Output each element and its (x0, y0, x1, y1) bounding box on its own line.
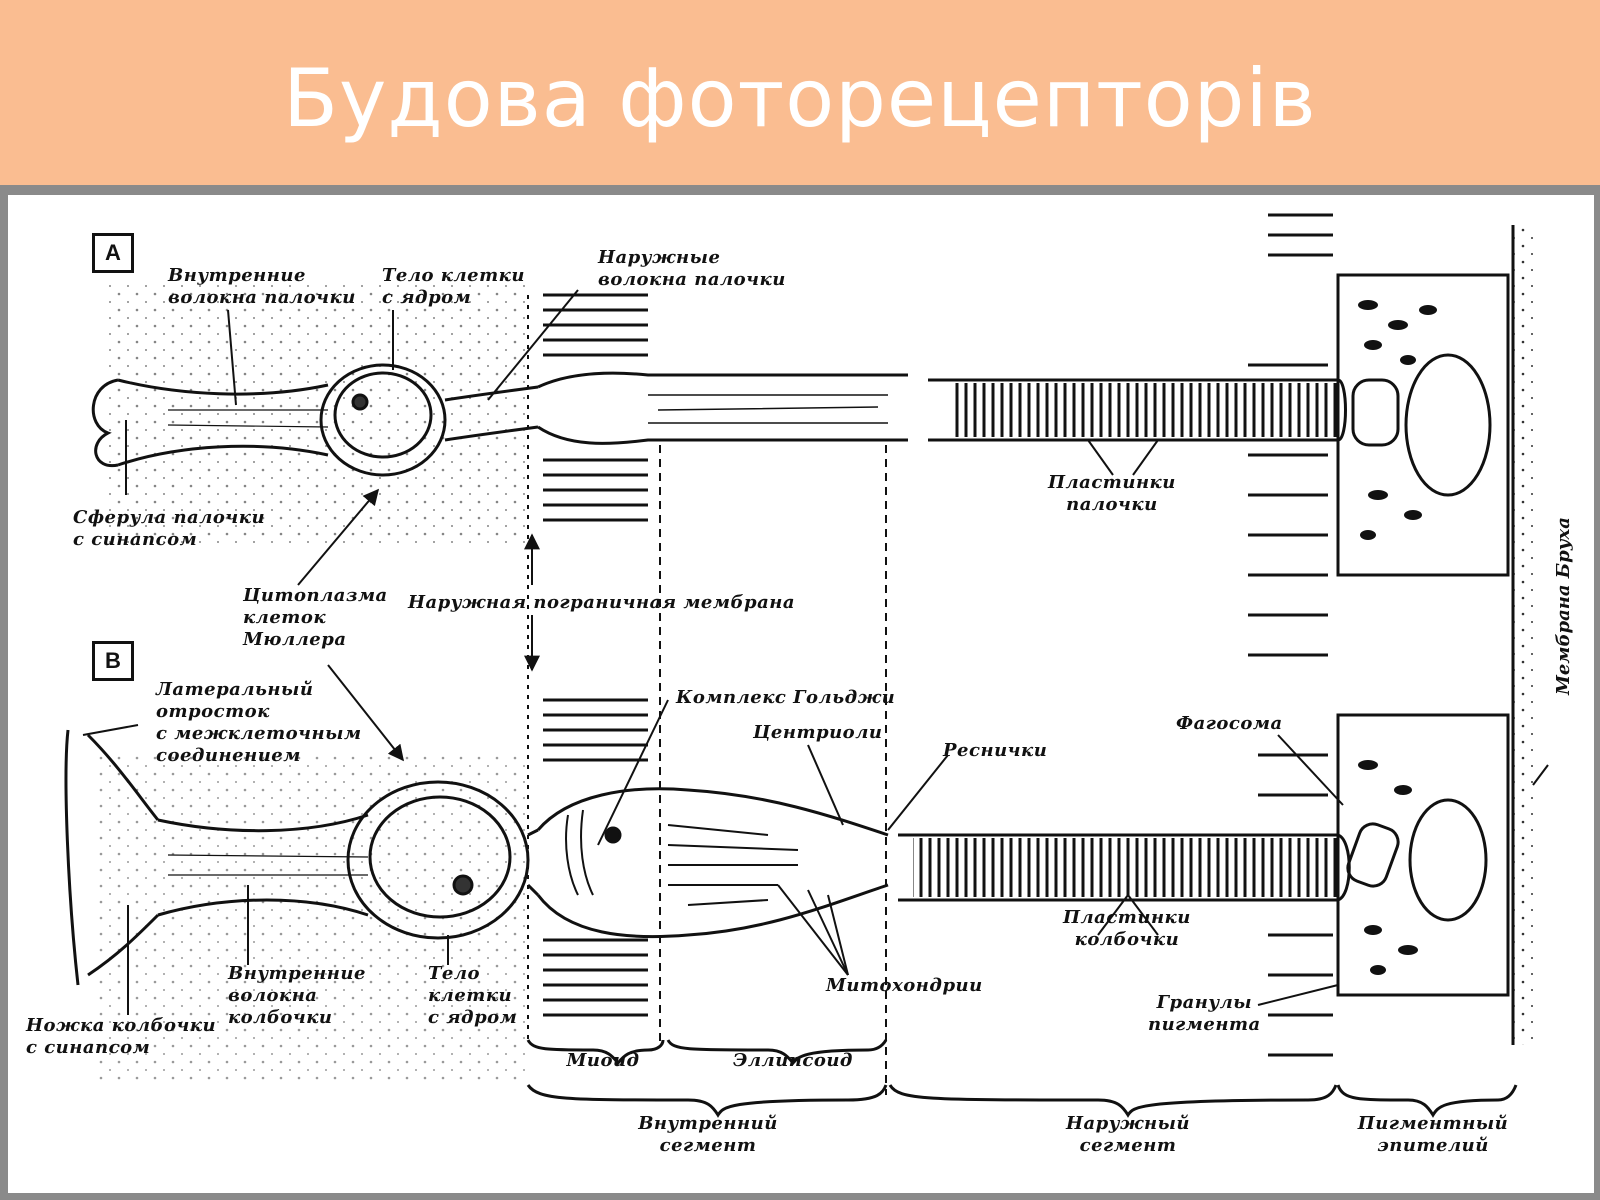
diagram-drawing (64, 213, 1549, 1118)
label-myoid: Миоид (566, 1050, 640, 1071)
label-outer-segment: Наружный сегмент (1065, 1113, 1191, 1156)
pigment-epithelium (1336, 273, 1510, 997)
label-cone-pedicle: Ножка колбочки с синапсом (26, 1015, 217, 1058)
panel-a-label: A (92, 233, 134, 273)
label-rod-inner-fibers: Внутренние волокна палочки (168, 265, 356, 308)
label-cone-cell-body: Тело клетки с ядром (428, 963, 518, 1028)
pigment-granules (1358, 300, 1437, 975)
leader-lines (82, 289, 1549, 1015)
label-cone-inner-fibers: Внутренние волокна колбочки (228, 963, 366, 1028)
muller-dots-bottom (98, 755, 528, 1085)
label-mitochondria: Митохондрии (826, 975, 983, 996)
label-outer-limiting-membrane: Наружная пограничная мембрана (408, 592, 796, 613)
panel-b-label: B (92, 641, 134, 681)
label-ellipsoid: Эллипсоид (733, 1050, 853, 1071)
label-pigment-epithelium: Пигментный эпителий (1357, 1113, 1509, 1156)
label-cone-discs: Пластинки колбочки (1063, 907, 1191, 950)
label-lateral-process: Латеральный отросток с межклеточным соед… (156, 679, 362, 766)
label-cilia: Реснички (943, 740, 1048, 761)
label-centrioles: Центриоли (753, 722, 883, 743)
microvilli-left (543, 293, 648, 1017)
slide-header: Будова фоторецепторів (0, 0, 1600, 185)
label-rod-outer-fibers: Наружные волокна палочки (598, 247, 786, 290)
microvilli-right (1248, 213, 1333, 1057)
label-inner-segment: Внутренний сегмент (638, 1113, 778, 1156)
cone-cell (64, 729, 1351, 986)
rod-discs (953, 383, 1338, 437)
figure-frame: A B Внутренние волокна палочки Тело клет… (0, 195, 1600, 1200)
label-phagosome: Фагосома (1176, 713, 1283, 734)
label-rod-discs: Пластинки палочки (1048, 472, 1176, 515)
header-divider (0, 185, 1600, 195)
label-golgi: Комплекс Гольджи (676, 687, 896, 708)
label-rod-spherule: Сферула палочки с синапсом (73, 507, 266, 550)
segment-braces (526, 1039, 1518, 1118)
photoreceptor-diagram: A B Внутренние волокна палочки Тело клет… (8, 195, 1594, 1193)
label-rod-cell-body: Тело клетки с ядром (382, 265, 525, 308)
label-bruch-membrane: Мембрана Бруха (1553, 517, 1574, 695)
label-muller-cytoplasm: Цитоплазма клеток Мюллера (243, 585, 388, 650)
label-pigment-granules: Гранулы пигмента (1148, 992, 1261, 1035)
cone-discs (913, 838, 1338, 897)
muller-dots-top (108, 285, 528, 545)
slide-title: Будова фоторецепторів (283, 52, 1317, 145)
